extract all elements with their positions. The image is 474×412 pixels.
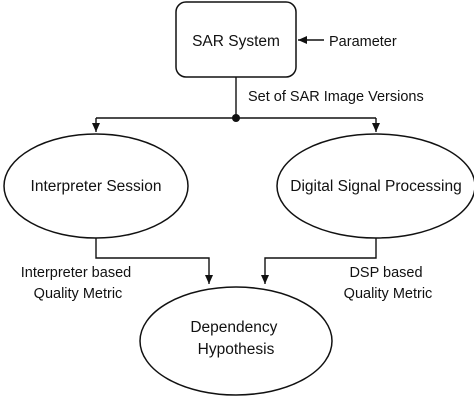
interpreter-metric-label: Interpreter based Quality Metric	[21, 265, 135, 302]
parameter-label: Parameter	[329, 34, 397, 50]
interpreter-metric-line-2: Quality Metric	[34, 286, 123, 302]
interpreter-metric-line-1: Interpreter based	[21, 265, 131, 281]
dsp-to-dependency-arrow	[261, 238, 377, 284]
dependency-hypothesis-line-1: Dependency	[190, 319, 277, 336]
dependency-hypothesis-line-2: Hypothesis	[198, 341, 275, 358]
dsp-metric-line-1: DSP based	[349, 265, 422, 281]
sar-system-label: SAR System	[192, 33, 280, 50]
dsp-metric-line-2: Quality Metric	[344, 286, 433, 302]
interpreter-to-dependency-arrow	[95, 238, 213, 284]
digital-signal-processing-label: Digital Signal Processing	[290, 178, 461, 195]
image-versions-label: Set of SAR Image Versions	[248, 89, 424, 105]
dsp-metric-label: DSP based Quality Metric	[344, 265, 433, 302]
dependency-hypothesis-label: Dependency Hypothesis	[190, 319, 281, 358]
interpreter-session-label: Interpreter Session	[31, 178, 162, 195]
dependency-hypothesis-ellipse	[139, 286, 333, 396]
